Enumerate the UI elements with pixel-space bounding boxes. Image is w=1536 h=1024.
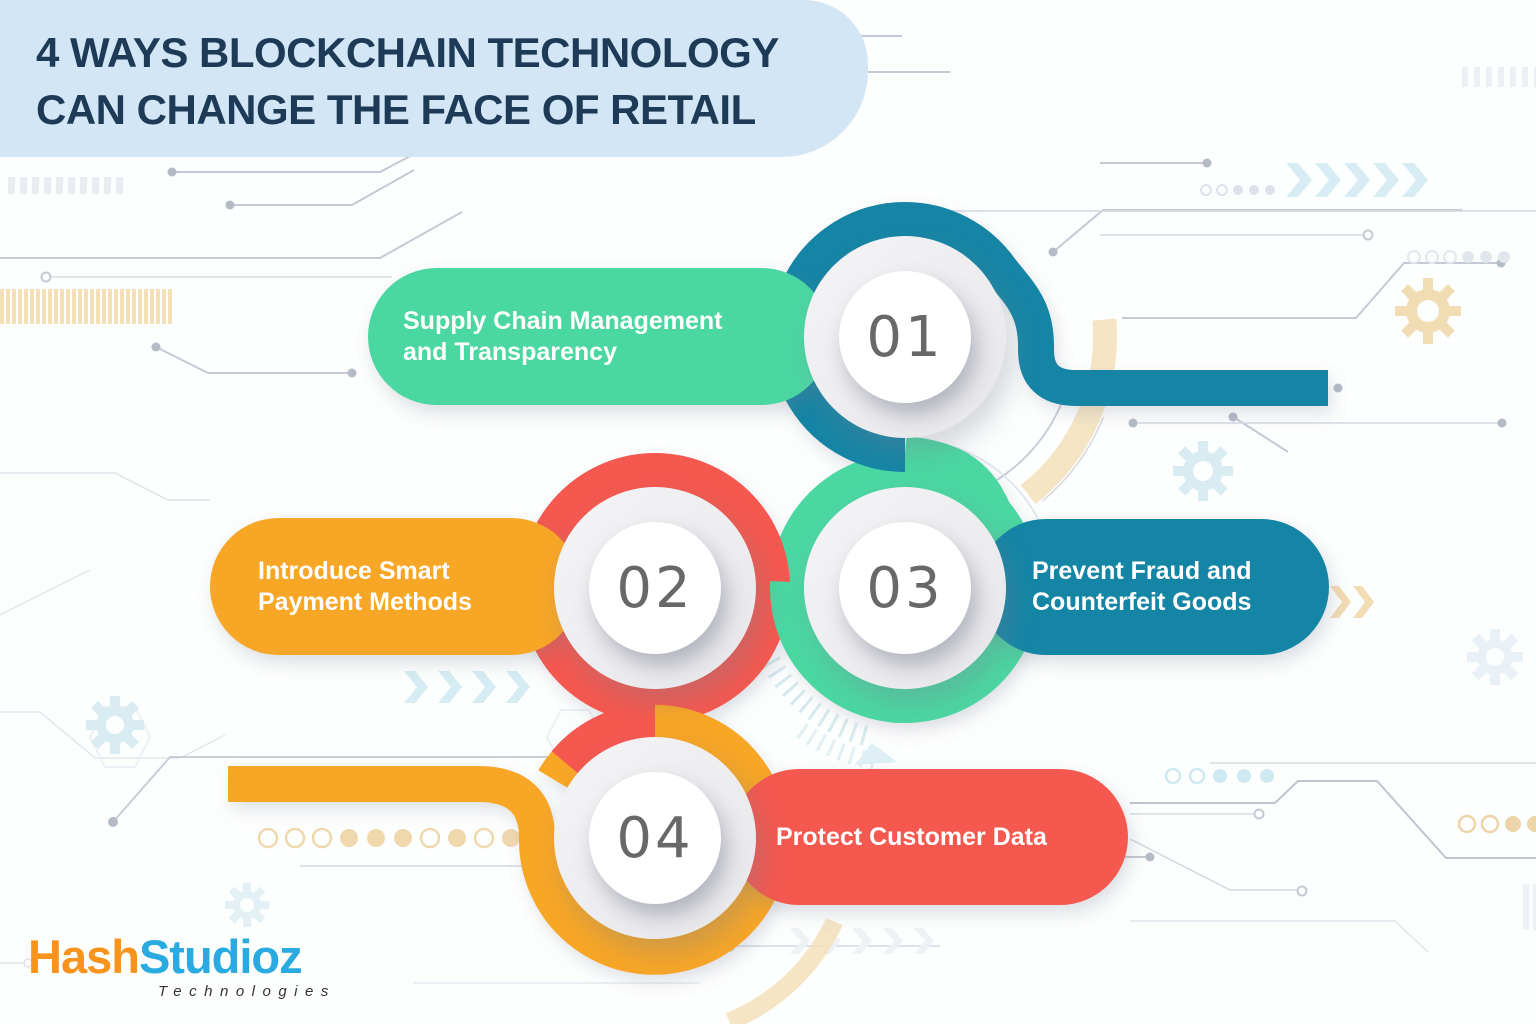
- company-logo: HashStudioz Technologies: [28, 933, 336, 1001]
- logo-wordmark: HashStudioz: [28, 933, 336, 981]
- logo-tagline: Technologies: [158, 983, 336, 1000]
- title-line-2: CAN CHANGE THE FACE OF RETAIL: [36, 86, 756, 133]
- item-number: 02: [616, 555, 694, 621]
- gear-icon: [1173, 441, 1233, 501]
- item-02-chain-piece: [551, 703, 656, 775]
- dot-row-blue-bottom: [1164, 767, 1274, 785]
- number-circle-02: 02: [589, 522, 721, 654]
- item-01-ring-connector: [769, 202, 1328, 472]
- title-block: 4 WAYS BLOCKCHAIN TECHNOLOGY CAN CHANGE …: [0, 0, 868, 157]
- number-circle-01: 01: [839, 271, 971, 403]
- logo-part-hash: Hash: [28, 930, 140, 983]
- item-pill-smart-payment: Introduce Smart Payment Methods: [210, 518, 580, 655]
- chevron-row-mid-left: [404, 671, 530, 703]
- dot-row-gray-top: [1200, 184, 1275, 196]
- tick-row-tan-left: [0, 289, 172, 324]
- chevron-row-tan-right: [1330, 586, 1374, 618]
- triangle-decor: [855, 743, 897, 765]
- number-circle-04: 04: [589, 772, 721, 904]
- logo-part-studioz: Studioz: [138, 930, 303, 983]
- item-number: 01: [866, 304, 944, 370]
- item-label-line: Prevent Fraud and: [1032, 557, 1252, 585]
- item-number: 04: [616, 805, 694, 871]
- item-label-line: Protect Customer Data: [776, 822, 1047, 851]
- item-pill-supply-chain: Supply Chain Management and Transparency: [368, 268, 830, 405]
- item-label-line: Counterfeit Goods: [1032, 588, 1252, 616]
- tick-row-top-left: [8, 177, 123, 194]
- gear-icon: [225, 883, 269, 927]
- item-label-line: Introduce Smart: [258, 556, 450, 585]
- number-circle-03: 03: [839, 522, 971, 654]
- item-label-line: Payment Methods: [258, 587, 472, 616]
- item-label-line: Supply Chain Management: [403, 306, 723, 335]
- title-line-1: 4 WAYS BLOCKCHAIN TECHNOLOGY: [36, 29, 779, 76]
- item-pill-prevent-fraud: Prevent Fraud and Counterfeit Goods: [978, 519, 1329, 655]
- item-03-connector: [903, 436, 1010, 518]
- item-04-ring-connector: [228, 704, 789, 975]
- item-label-line: and Transparency: [403, 337, 617, 366]
- dot-row-gray-right: [1407, 250, 1510, 264]
- tick-row-top-right: [1462, 67, 1536, 87]
- dot-row-tan-left: [257, 827, 520, 849]
- gear-icon: [1395, 278, 1461, 344]
- gear-icon: [86, 696, 144, 754]
- arc-decorations: [725, 318, 1117, 1024]
- item-pill-protect-data: Protect Customer Data: [731, 769, 1128, 905]
- gear-icon: [1467, 629, 1523, 685]
- chevron-row-top-right: [1286, 163, 1428, 197]
- page-title: 4 WAYS BLOCKCHAIN TECHNOLOGY CAN CHANGE …: [36, 24, 779, 138]
- dot-row-tan-right: [1457, 814, 1536, 834]
- item-number: 03: [866, 555, 944, 621]
- item-03-ring-overlay: [770, 580, 906, 723]
- tick-row-right-mid: [1523, 884, 1536, 930]
